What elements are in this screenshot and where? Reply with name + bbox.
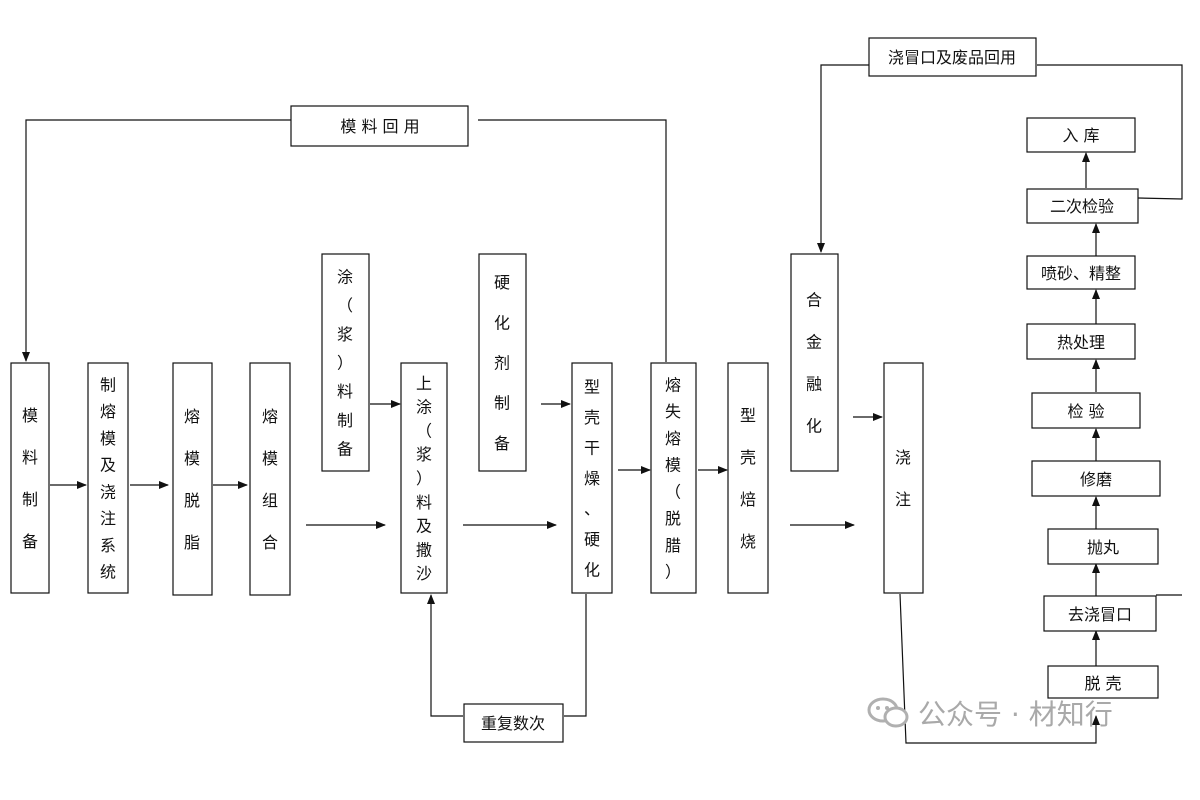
svg-text:模料制备: 模料制备 [22, 406, 38, 551]
svg-text:合金融化: 合金融化 [806, 291, 822, 436]
step-alloy-melt: 合金融化 [790, 253, 839, 472]
svg-text:喷砂、精整: 喷砂、精整 [1041, 264, 1121, 283]
svg-text:修磨: 修磨 [1080, 470, 1112, 489]
svg-text:硬化剂制备: 硬化剂制备 [494, 273, 510, 453]
step-heat-treatment: 热处理 [1026, 323, 1136, 360]
step-pouring: 浇注 [883, 362, 924, 594]
riser-recycle-loop [1037, 64, 1183, 200]
pour-to-shell-removal [899, 593, 1100, 744]
svg-text:浇冒口及废品回用: 浇冒口及废品回用 [888, 48, 1016, 67]
svg-text:熔模脱脂: 熔模脱脂 [184, 407, 200, 552]
svg-text:熔模组合: 熔模组合 [262, 407, 278, 552]
step-pattern-assembly: 熔模组合 [249, 362, 291, 596]
step-coat-and-sand: 上涂（浆）料及撒沙 [400, 362, 448, 594]
mold-recycle-loop [478, 119, 667, 362]
svg-text:抛丸: 抛丸 [1087, 538, 1119, 557]
svg-text:热处理: 热处理 [1057, 333, 1105, 352]
svg-text:型壳干燥、硬化: 型壳干燥、硬化 [584, 377, 600, 579]
svg-text:重复数次: 重复数次 [481, 714, 545, 733]
step-shell-dry-harden: 型壳干燥、硬化 [571, 362, 613, 594]
wechat-icon [867, 697, 909, 728]
svg-text:浇注: 浇注 [895, 448, 911, 509]
step-warehousing: 入 库 [1026, 117, 1136, 153]
step-hardener-prep: 硬化剂制备 [478, 253, 527, 472]
watermark: 公众号 · 材知行 [866, 693, 1113, 733]
step-shot-blast: 抛丸 [1047, 528, 1159, 565]
svg-text:上涂（浆）料及撒沙: 上涂（浆）料及撒沙 [416, 374, 432, 583]
step-slurry-prep: 涂（浆）料制备 [321, 253, 370, 472]
step-sandblast-finish: 喷砂、精整 [1026, 255, 1136, 290]
step-pattern-degrease: 熔模脱脂 [172, 362, 213, 596]
svg-text:入 库: 入 库 [1062, 126, 1099, 145]
svg-text:熔失熔模（脱腊）: 熔失熔模（脱腊） [665, 375, 681, 581]
repeat-loop [427, 594, 463, 717]
loop-label-riser-scrap-recycle: 浇冒口及废品回用 [868, 37, 1037, 77]
svg-text:脱 壳: 脱 壳 [1084, 674, 1121, 693]
svg-text:制熔模及浇注系统: 制熔模及浇注系统 [100, 375, 116, 581]
svg-text:二次检验: 二次检验 [1050, 197, 1114, 216]
step-mold-material-prep: 模料制备 [10, 362, 50, 594]
svg-text:型壳焙烧: 型壳焙烧 [740, 406, 756, 551]
svg-text:模 料 回 用: 模 料 回 用 [340, 117, 419, 136]
step-dewax: 熔失熔模（脱腊） [650, 362, 697, 594]
mold-recycle-loop [22, 119, 291, 362]
step-shell-removal: 脱 壳 [1047, 665, 1159, 699]
loop-label-mold-recycle: 模 料 回 用 [290, 105, 469, 147]
repeat-loop [564, 594, 587, 717]
step-inspection: 检 验 [1031, 392, 1141, 429]
watermark-text: 公众号 · 材知行 [918, 698, 1113, 731]
loop-label-repeat: 重复数次 [463, 703, 564, 743]
svg-text:去浇冒口: 去浇冒口 [1068, 605, 1132, 624]
riser-recycle-loop [817, 64, 869, 253]
step-second-inspection: 二次检验 [1026, 188, 1139, 224]
svg-text:涂（浆）料制备: 涂（浆）料制备 [337, 267, 353, 458]
step-riser-removal: 去浇冒口 [1043, 595, 1157, 632]
svg-text:检 验: 检 验 [1067, 402, 1104, 421]
step-shell-roast: 型壳焙烧 [727, 362, 769, 594]
step-grinding: 修磨 [1031, 460, 1161, 497]
step-pattern-and-gating: 制熔模及浇注系统 [87, 362, 129, 594]
